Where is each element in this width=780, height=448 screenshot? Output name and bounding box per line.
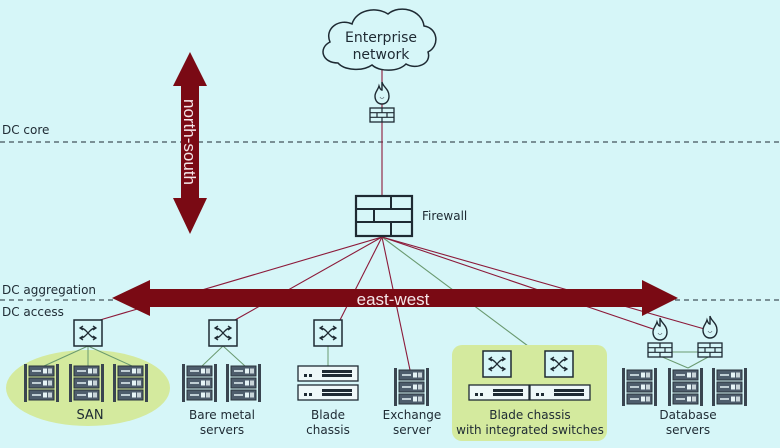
san-label: SAN: [76, 408, 103, 423]
server-rack-icon: [181, 363, 218, 403]
server-rack-icon: [621, 367, 658, 407]
server-rack-icon: [68, 363, 105, 403]
blade-integrated-group[interactable]: Blade chassis with integrated switches: [452, 345, 607, 441]
exchange-label-line1: Exchange: [383, 408, 442, 422]
firewall-icon: [697, 342, 723, 358]
firewall-label: Firewall: [422, 209, 467, 223]
blade-integrated-label-line2: with integrated switches: [456, 423, 604, 437]
blade-label-line2: chassis: [306, 423, 350, 437]
san-group[interactable]: SAN: [6, 319, 170, 426]
switch-icon: [482, 350, 512, 378]
switch-icon: [544, 350, 574, 378]
east-west-arrow: east-west: [112, 280, 678, 316]
server-rack-icon: [393, 367, 430, 407]
firewall-icon: [647, 342, 673, 358]
cloud-label-line1: Enterprise: [345, 30, 417, 46]
blade-chassis-icon: [468, 384, 530, 401]
bare-metal-label-line1: Bare metal: [189, 408, 255, 422]
switch-icon: [313, 319, 343, 347]
database-servers-group[interactable]: Database servers: [621, 315, 748, 437]
database-label-line1: Database: [659, 408, 716, 422]
flame-icon: [374, 81, 390, 105]
blade-label-line1: Blade: [311, 408, 345, 422]
server-rack-icon: [112, 363, 149, 403]
database-label-line2: servers: [666, 423, 710, 437]
server-rack-icon: [23, 363, 60, 403]
bare-metal-group[interactable]: Bare metal servers: [181, 319, 262, 437]
flame-icon: [652, 317, 668, 341]
exchange-server-group[interactable]: Exchange server: [383, 367, 442, 437]
firewall-icon: [369, 107, 395, 123]
bare-metal-label-line2: servers: [200, 423, 244, 437]
link-fw-db1: [381, 236, 657, 331]
north-south-arrow: north-south: [173, 52, 207, 234]
layer-label-dc-access: DC access: [2, 305, 64, 319]
exchange-label-line2: server: [393, 423, 431, 437]
server-rack-icon: [225, 363, 262, 403]
blade-chassis-icon: [529, 384, 591, 401]
main-firewall[interactable]: Firewall: [354, 194, 467, 238]
enterprise-network-cloud: Enterprise network: [322, 8, 437, 71]
flame-icon: [702, 315, 718, 339]
enterprise-firewall[interactable]: [369, 81, 395, 123]
east-west-label: east-west: [357, 290, 430, 309]
switch-icon: [73, 319, 103, 347]
cloud-label-line2: network: [353, 47, 411, 63]
switch-icon: [208, 319, 238, 347]
north-south-label: north-south: [180, 99, 199, 185]
server-rack-icon: [711, 367, 748, 407]
server-rack-icon: [667, 367, 704, 407]
blade-chassis-group[interactable]: Blade chassis: [297, 319, 359, 437]
blade-chassis-icon: [297, 365, 359, 382]
link-fw-db2: [381, 236, 709, 331]
blade-chassis-icon: [297, 384, 359, 401]
layer-label-dc-core: DC core: [2, 123, 49, 137]
layer-label-dc-aggregation: DC aggregation: [2, 283, 96, 297]
blade-integrated-label-line1: Blade chassis: [489, 408, 570, 422]
